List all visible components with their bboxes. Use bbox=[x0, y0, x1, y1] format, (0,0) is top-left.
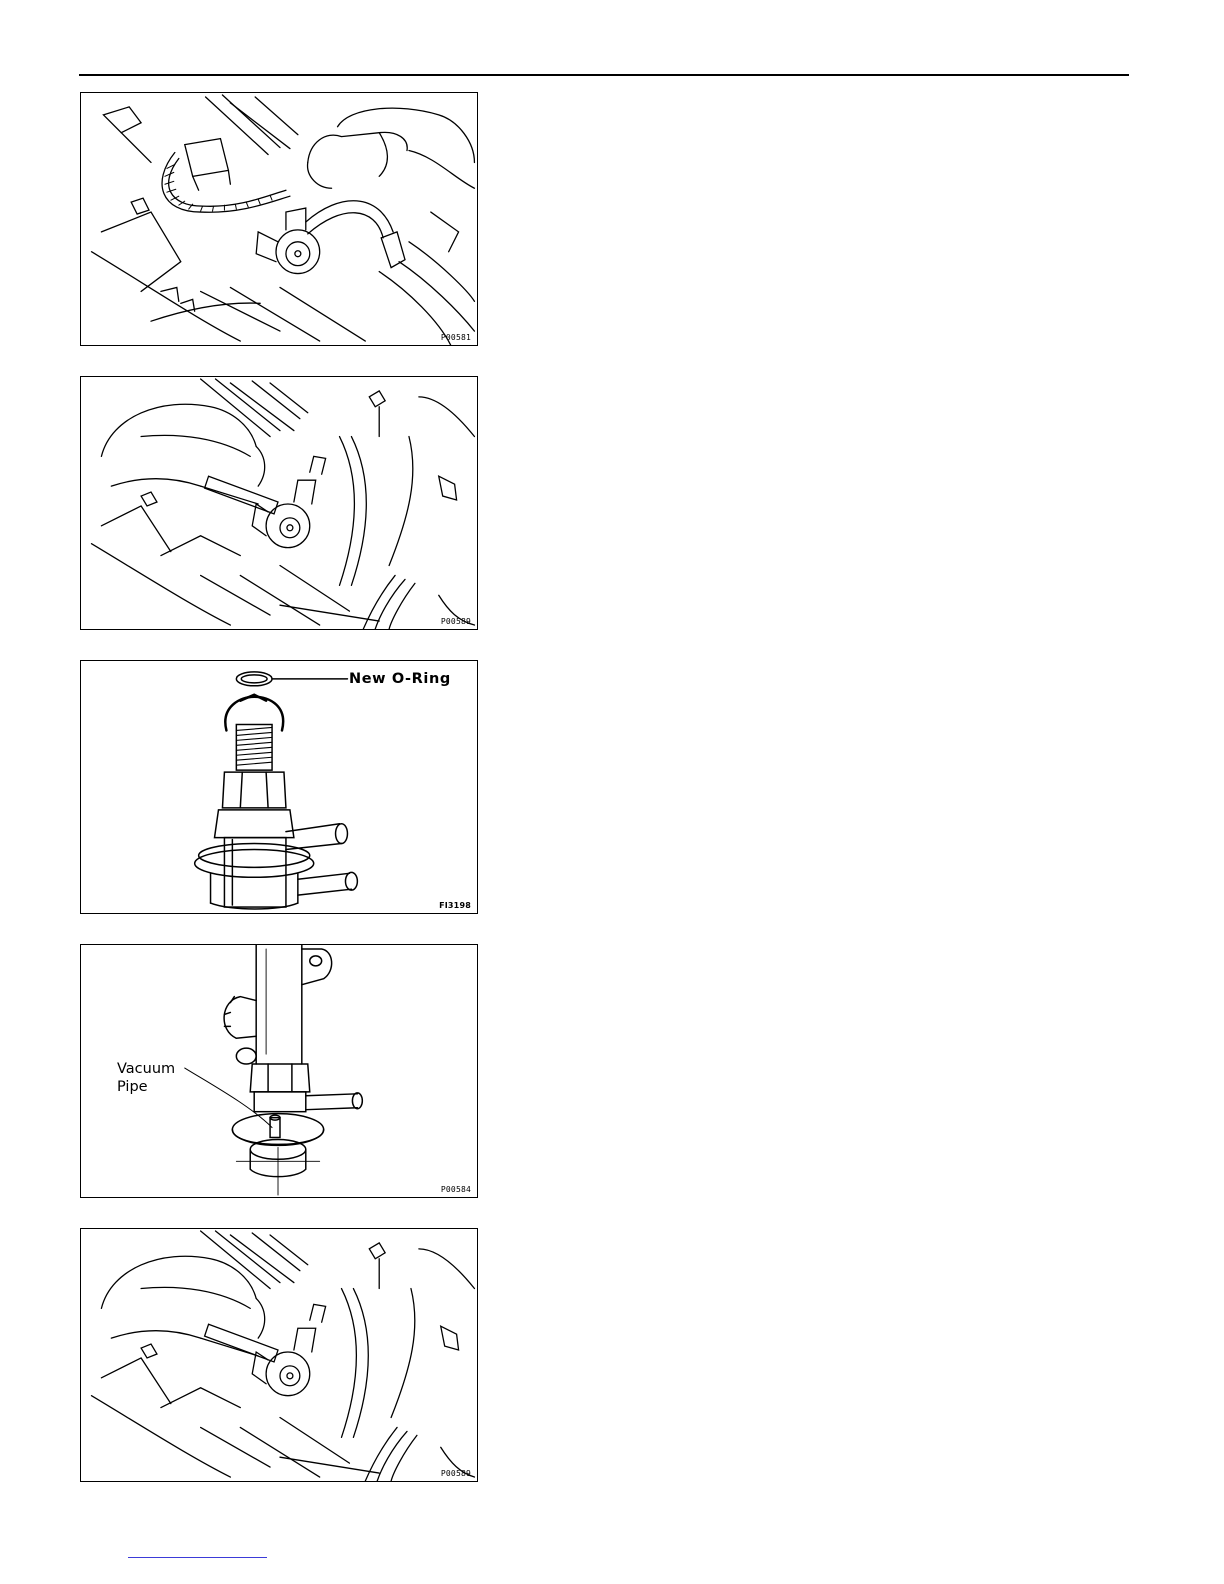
engine-illustration-3 bbox=[81, 1229, 477, 1481]
vacuum-pipe-label-line1: Vacuum bbox=[117, 1061, 175, 1078]
figure-code: P00589 bbox=[441, 1469, 471, 1478]
figure-remove-fuel-hose: P00581 bbox=[80, 92, 478, 346]
figure-vacuum-pipe: Vacuum Pipe P00584 bbox=[80, 944, 478, 1198]
footer-link-underline[interactable] bbox=[128, 1557, 267, 1558]
engine-illustration-1 bbox=[81, 93, 477, 345]
figure-code: P00581 bbox=[441, 333, 471, 342]
figure-install-regulator: P00589 bbox=[80, 1228, 478, 1482]
regulator-o-ring-illustration bbox=[81, 661, 477, 913]
figure-remove-regulator: P00589 bbox=[80, 376, 478, 630]
vacuum-pipe-label-line2: Pipe bbox=[117, 1079, 148, 1096]
figure-code: P00584 bbox=[441, 1185, 471, 1194]
figure-code: P00589 bbox=[441, 617, 471, 626]
engine-illustration-2 bbox=[81, 377, 477, 629]
figure-code: FI3198 bbox=[439, 901, 471, 910]
header-rule bbox=[79, 74, 1129, 76]
o-ring-label: New O-Ring bbox=[349, 671, 451, 688]
figure-new-o-ring: New O-Ring FI3198 bbox=[80, 660, 478, 914]
